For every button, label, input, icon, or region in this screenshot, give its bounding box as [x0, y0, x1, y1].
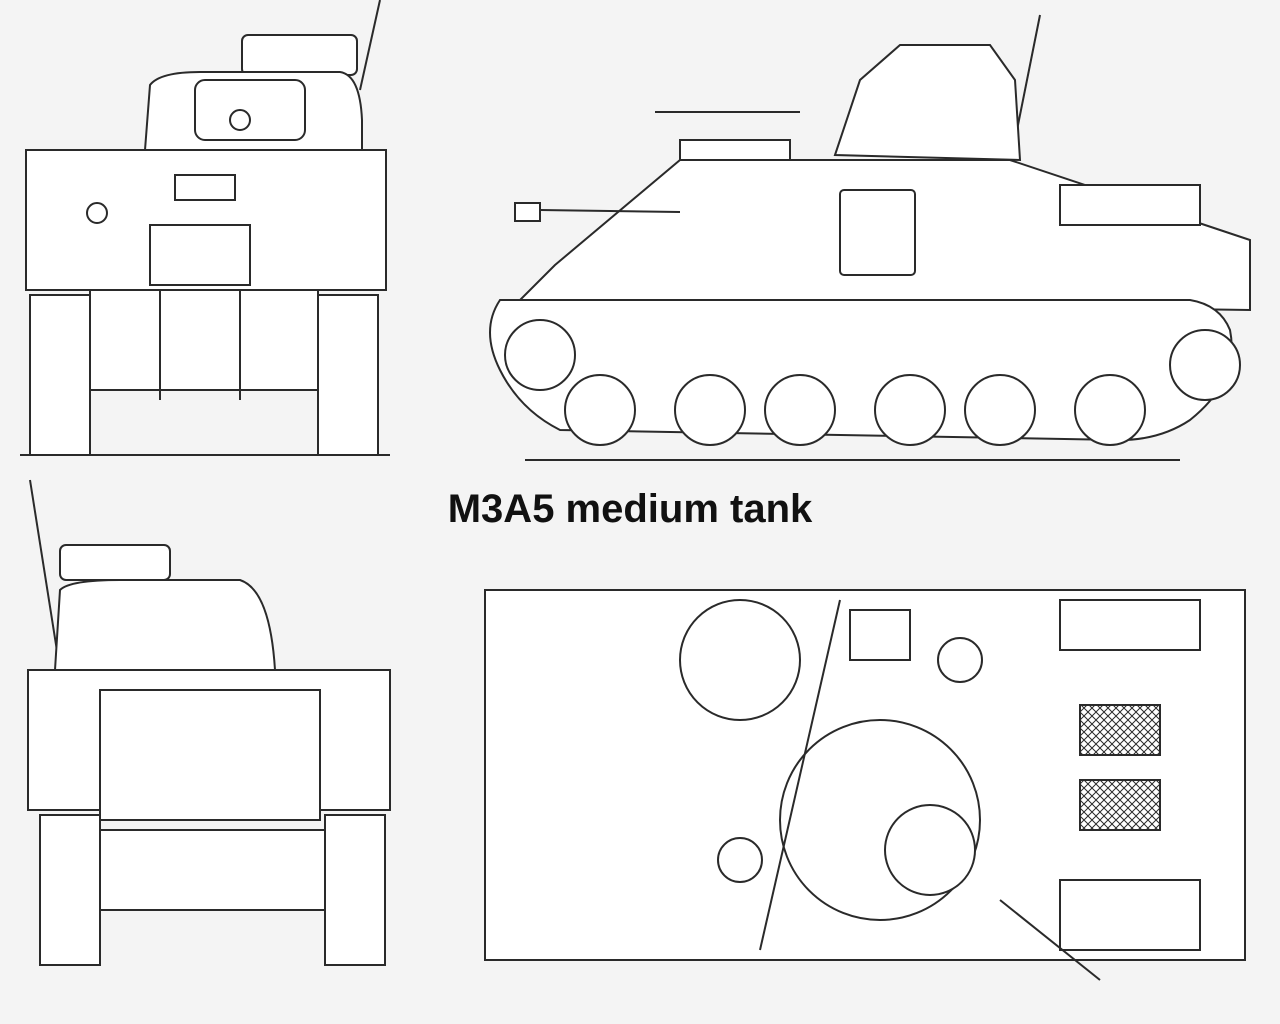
top-view	[485, 590, 1245, 980]
front-view	[20, 0, 390, 455]
drawing-title: M3A5 medium tank	[447, 487, 813, 531]
antenna-line	[30, 480, 60, 670]
rear-view	[28, 480, 390, 965]
antenna-line	[360, 0, 380, 90]
side-view	[490, 15, 1250, 460]
